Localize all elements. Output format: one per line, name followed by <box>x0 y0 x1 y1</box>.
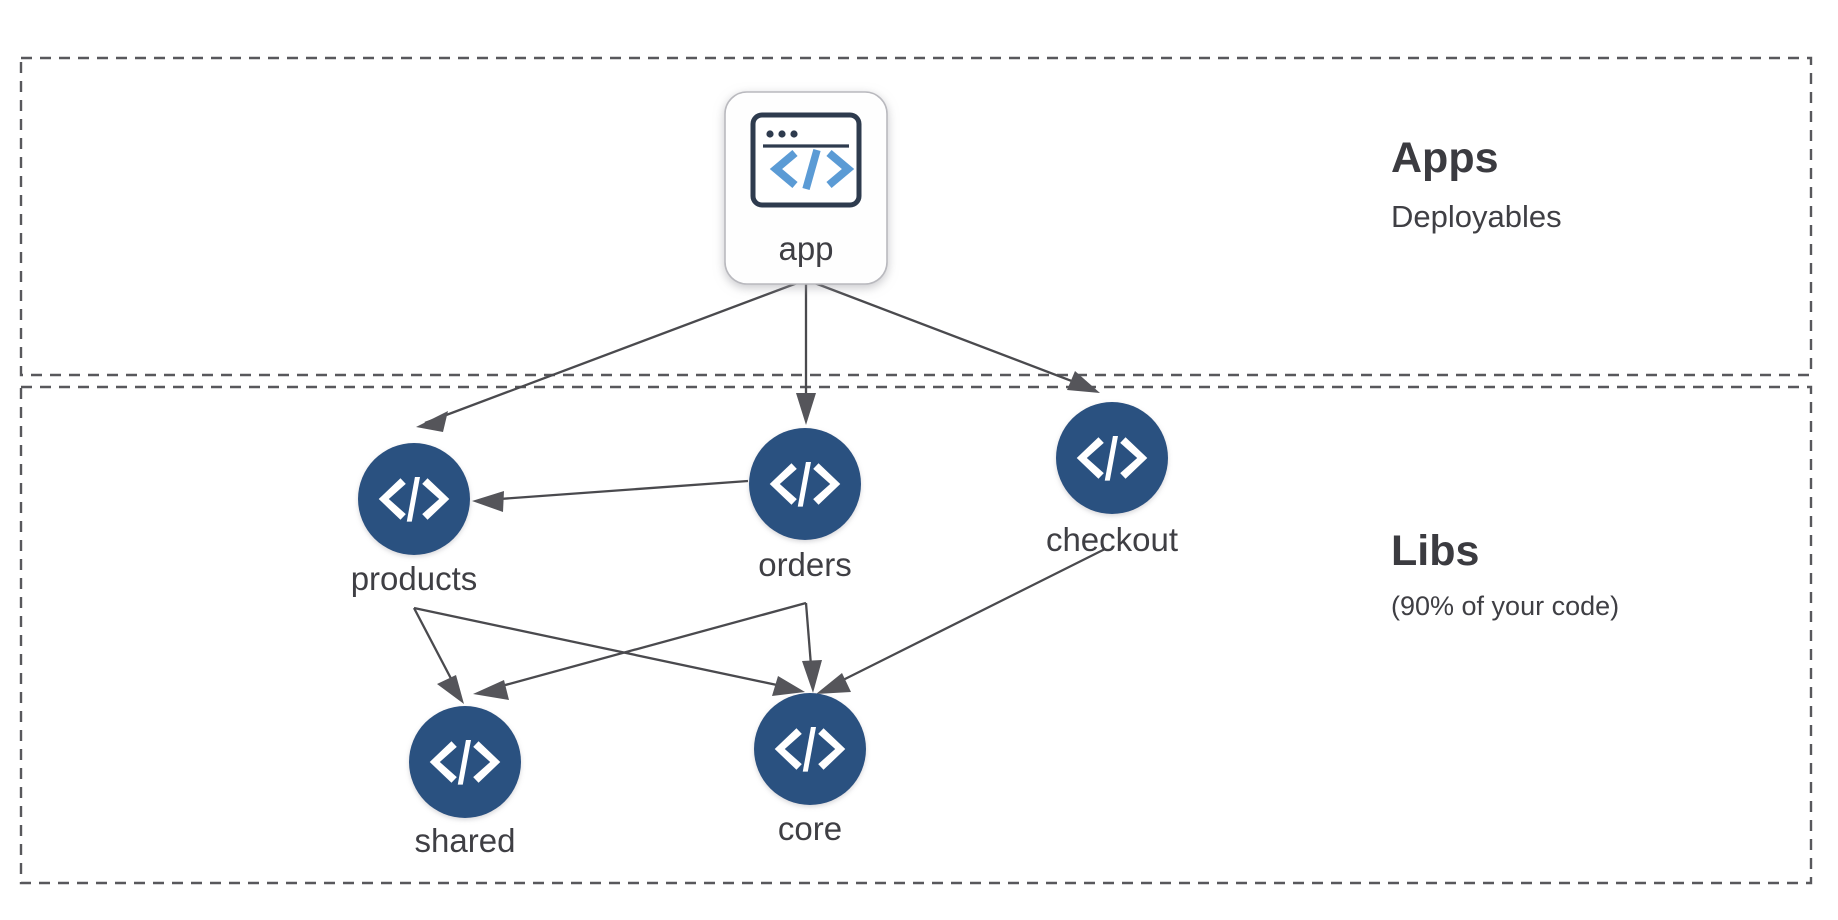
node-products-label: products <box>351 560 478 597</box>
zone-apps-title: Apps <box>1391 134 1499 182</box>
browser-window-code-icon <box>750 112 862 208</box>
edge-products-shared <box>412 607 464 704</box>
edge-checkout-core <box>816 547 1106 694</box>
zone-libs-border <box>19 385 1813 885</box>
node-products[interactable]: products <box>351 443 478 597</box>
zone-apps-subtitle: Deployables <box>1391 199 1562 234</box>
node-orders-label: orders <box>758 546 852 583</box>
node-app[interactable]: app <box>724 91 888 285</box>
node-shared-label: shared <box>415 822 516 859</box>
node-shared[interactable]: shared <box>409 706 521 859</box>
node-core[interactable]: core <box>754 693 866 847</box>
edge-orders-core <box>802 602 822 693</box>
zone-libs: Libs (90% of your code) <box>19 385 1813 885</box>
node-checkout-label: checkout <box>1046 521 1178 558</box>
zone-apps-border <box>19 56 1813 377</box>
edge-orders-products <box>472 479 749 512</box>
edges-layer <box>412 280 1106 704</box>
zone-apps: Apps Deployables <box>19 56 1813 377</box>
node-checkout[interactable]: checkout <box>1046 402 1178 558</box>
edge-products-core <box>413 606 805 696</box>
edge-orders-shared <box>473 601 807 700</box>
zone-libs-subtitle: (90% of your code) <box>1391 591 1619 621</box>
node-core-label: core <box>778 810 842 847</box>
edge-app-checkout <box>811 280 1100 393</box>
edge-app-orders <box>796 282 816 425</box>
node-orders[interactable]: orders <box>749 428 861 583</box>
node-app-label: app <box>778 230 833 267</box>
zone-libs-title: Libs <box>1391 527 1479 575</box>
edge-app-products <box>416 280 801 432</box>
